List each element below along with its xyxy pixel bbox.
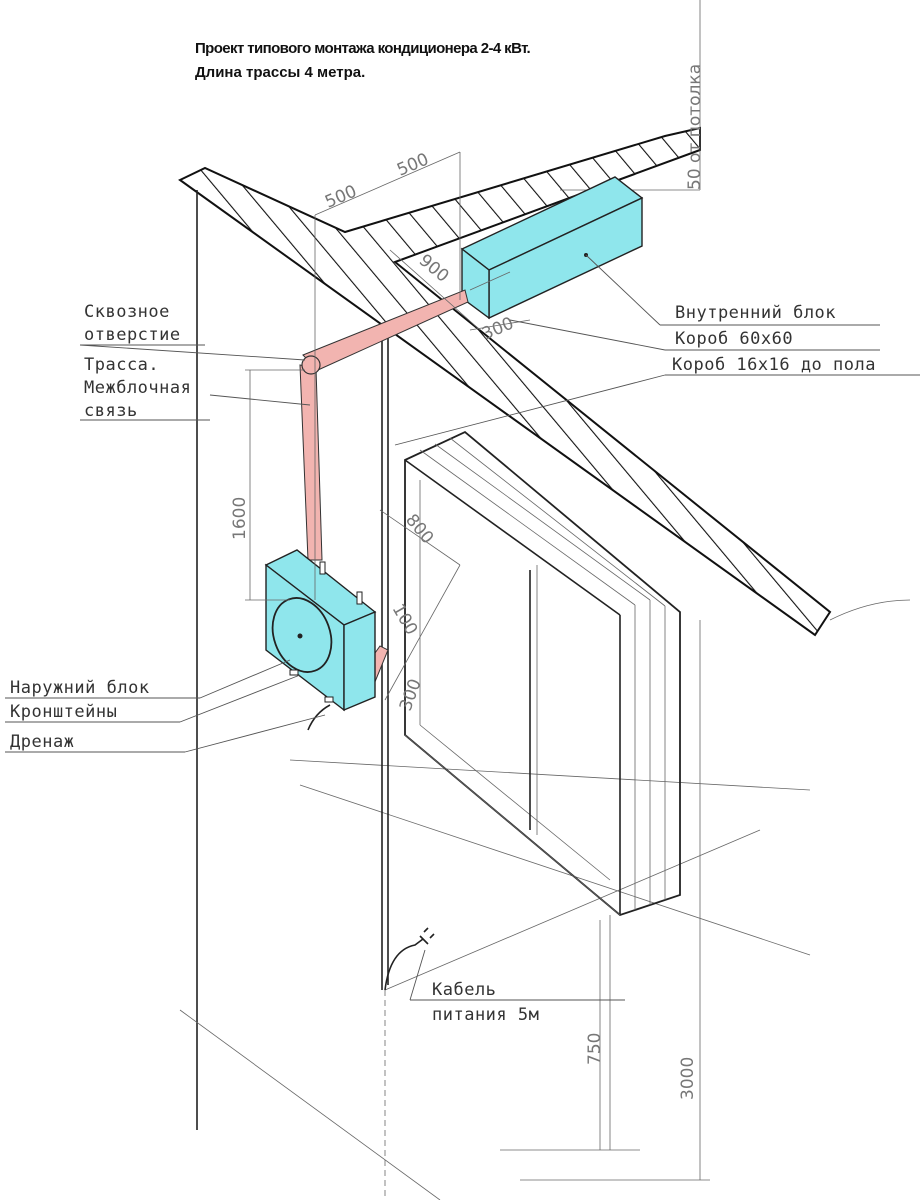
- labels: Сквозное отверстие Трасса. Межблочная св…: [10, 302, 876, 1025]
- dim-500b: 500: [394, 150, 432, 181]
- dim-1600: 1600: [230, 497, 250, 540]
- label-duct-60: Короб 60х60: [675, 329, 793, 349]
- leader-lines: [5, 254, 920, 1001]
- dim-300: 300: [396, 676, 426, 713]
- dimension-lines: [245, 151, 710, 1181]
- label-drain: Дренаж: [10, 732, 74, 752]
- dim-500a: 500: [322, 182, 360, 213]
- label-cable-1: Кабель: [432, 980, 496, 1000]
- label-brackets: Кронштейны: [10, 702, 117, 722]
- outdoor-unit: [264, 549, 377, 731]
- dim-800: 800: [401, 510, 437, 548]
- window: [404, 430, 681, 917]
- label-through-hole-2: отверстие: [84, 325, 181, 345]
- dim-3000: 3000: [678, 1057, 698, 1100]
- refrigerant-route: [299, 289, 469, 695]
- dim-750: 750: [585, 1033, 605, 1065]
- dim-300-top: 300: [479, 314, 517, 345]
- label-indoor-unit: Внутренний блок: [675, 303, 836, 323]
- label-route-1: Трасса.: [84, 355, 159, 375]
- dim-from-ceiling: 50 от потолка: [685, 64, 705, 190]
- diagram-title: Проект типового монтажа кондиционера 2-4…: [195, 40, 531, 57]
- wall-outline: [179, 0, 911, 1200]
- diagram-subtitle: Длина трассы 4 метра.: [195, 64, 366, 81]
- indoor-unit: [460, 176, 644, 320]
- label-cable-2: питания 5м: [432, 1005, 539, 1025]
- dim-100: 100: [388, 601, 422, 639]
- label-through-hole-1: Сквозное: [84, 302, 170, 322]
- label-route-3: связь: [84, 401, 138, 421]
- power-cable: [384, 927, 435, 991]
- cable-duct-16x16: [381, 325, 389, 1200]
- label-outdoor-unit: Наружний блок: [10, 678, 150, 698]
- label-route-2: Межблочная: [84, 378, 191, 398]
- label-duct-16: Короб 16х16 до пола: [672, 355, 876, 375]
